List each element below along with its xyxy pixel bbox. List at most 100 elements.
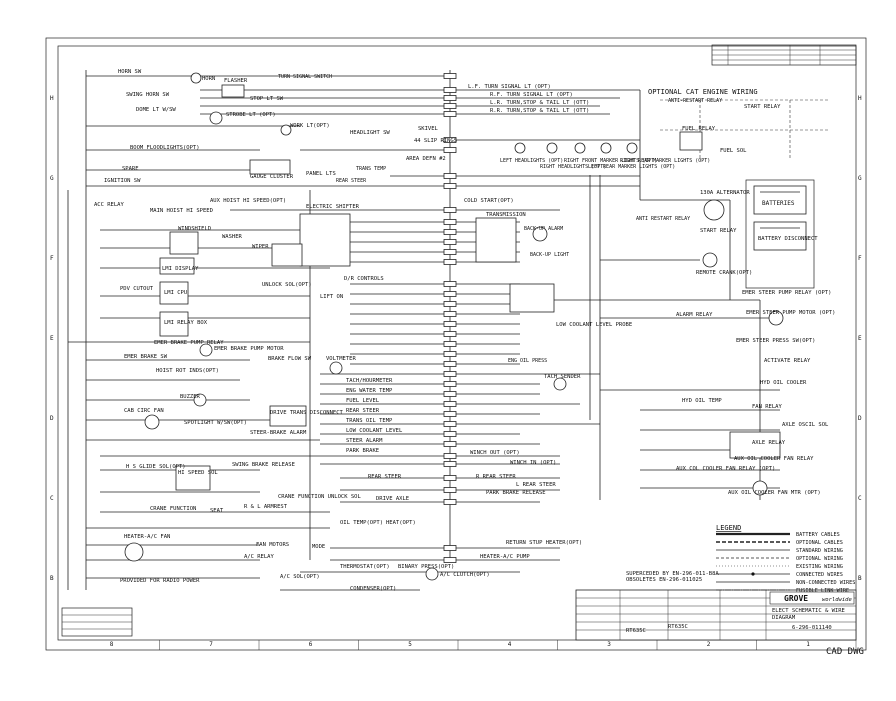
label-headlight-sw: HEADLIGHT SW [350,130,390,136]
label-park-brake-release: PARK BRAKE RELEASE [486,490,546,496]
col-marker-4: 4 [508,641,512,648]
sheet-border-inner [57,45,857,641]
lmi-cpu-box [159,281,189,305]
fuse-3 [443,103,457,109]
fuse-6 [443,147,457,153]
legend-item: OPTIONAL CABLES [716,540,843,546]
label-aux-oil-cooler: AUX OIL COOLER FAN RELAY [734,456,814,462]
row-marker-f: F [50,255,54,262]
battery-box [745,179,815,289]
drive-trans-box [269,405,307,427]
label-right-headlights: RIGHT HEADLIGHTS (OPT) [540,164,606,170]
label-lmi-cpu: LMI CPU [164,290,187,296]
label-rr-stop: R.R. TURN,STOP & TAIL LT (OTT) [490,108,589,114]
label-condenser: CONDENSER(OPT) [350,586,396,592]
row-marker-b: B [858,575,862,582]
ac-clutch-icon [425,567,439,581]
label-crane-function: CRANE FUNCTION [150,506,196,512]
label-brake-flow-sw: BRAKE FLOW SW [268,356,312,362]
work-light-icon [280,124,292,136]
legend-label: NON-CONNECTED WIRES [796,580,855,586]
label-fuel-level: FUEL LEVEL [346,398,380,404]
row-marker-c: C [858,495,862,502]
lmi-relay-box [159,311,189,337]
row-marker-g: G [858,175,862,182]
label-buzzer: BUZZER [180,394,201,400]
fuse-19 [443,321,457,327]
label-end-oil-press: ENG OIL PRESS [508,358,547,364]
wiring-network [67,70,830,591]
fuse-27 [443,401,457,407]
label-fan-motors: FAN MOTORS [256,542,289,548]
label-rear-steer-2: REAR STEER [346,408,380,414]
label-emer-brake-sw: EMER BRAKE SW [124,354,168,360]
label-hyd-oil-cooler: HYD OIL COOLER [760,380,807,386]
label-panel-lts: PANEL LTS [306,171,336,177]
strobe-icon [209,111,223,125]
label-heater-ac-pump: HEATER-A/C PUMP [480,554,530,560]
label-opt-cat: OPTIONAL CAT ENGINE WIRING [648,88,758,96]
label-area-defn: AREA DEFN #2 [406,156,446,162]
component-boxes [159,84,857,641]
label-backup-light: BACK-UP LIGHT [530,252,569,258]
tach-sender-icon [553,377,567,391]
label-crane-unlock: CRANE FUNCTION UNLOCK SOL [278,494,361,500]
legend-item: OPTIONAL WIRING [716,556,843,562]
fuse-38 [443,557,457,563]
label-axle-oscil: AXLE OSCIL SOL [782,422,829,428]
label-low-coolant: LOW COOLANT LEVEL PROBE [556,322,632,328]
label-steer-brake: STEER-BRAKE ALARM [250,430,307,436]
wiper-box [271,243,303,267]
revision-block [711,44,857,66]
marker-rear-left-icon [600,142,612,154]
headlight-left-icon [514,142,526,154]
row-marker-c: C [50,495,54,502]
fuse-8 [443,183,457,189]
row-marker-h: H [50,95,54,102]
doc-number: 6-296-011140 [792,625,832,631]
label-batteries: BATTERIES [762,200,795,207]
label-drive-trans: DRIVE TRANS DISCONNECT [270,410,344,416]
label-unlock-sol: UNLOCK SOL(OPT) [262,282,312,288]
fuse-36 [443,499,457,505]
label-thermostat: THERMOSTAT(OPT) [340,564,390,570]
doc-title-1: ELECT SCHEMATIC & WIRE [772,608,845,614]
label-lift-on: LIFT ON [320,294,343,300]
label-cold-start: COLD START(OPT) [464,198,514,204]
row-marker-d: D [858,415,862,422]
fuse-20 [443,331,457,337]
label-aux-col-cooler: AUX COL COOLER FAN RELAY (OPT) [676,466,775,472]
fuse-2 [443,95,457,101]
label-emer-steer-press: EMER STEER PRESS SW(OPT) [736,338,815,344]
label-eng-water-temp: ENG WATER TEMP [346,388,393,394]
label-rl-armrest: R & L ARMREST [244,504,288,510]
label-seat: SEAT [210,508,224,514]
label-ignition-sw: IGNITION SW [104,178,141,184]
legend-item: STANDARD WIRING [716,548,843,554]
label-fuel-relay: FUEL RELAY [682,126,716,132]
fuse-31 [443,441,457,447]
label-spare: SPARE [122,166,139,172]
label-boom-flood: BOOM FLOODLIGHTS(OPT) [130,145,200,151]
label-left-headlights: LEFT HEADLIGHTS (OPT) [500,158,563,164]
label-horn-sw: HORN SW [118,69,142,75]
cab-fan-icon [144,414,160,430]
label-lmi-relay: LMI RELAY BOX [164,320,208,326]
fuse-4 [443,111,457,117]
label-fan-relay: FAN RELAY [752,404,782,410]
fuse-23 [443,361,457,367]
company-logo: GROVE [784,594,808,603]
fuse-columns [443,73,457,563]
label-provided: PROVIDED FOR RADIO POWER [120,578,200,584]
fuse-11 [443,229,457,235]
col-marker-1: 1 [806,641,810,648]
fuse-29 [443,421,457,427]
label-emer-steer-relay: EMER STEER PUMP RELAY (OPT) [742,290,831,296]
label-rear-steer: REAR STEER [336,178,367,184]
fuse-26 [443,391,457,397]
label-park-brake: PARK BRAKE [346,448,379,454]
horn-icon [190,72,202,84]
row-marker-d: D [50,415,54,422]
label-r-rear-steer: R REAR STEER [476,474,516,480]
